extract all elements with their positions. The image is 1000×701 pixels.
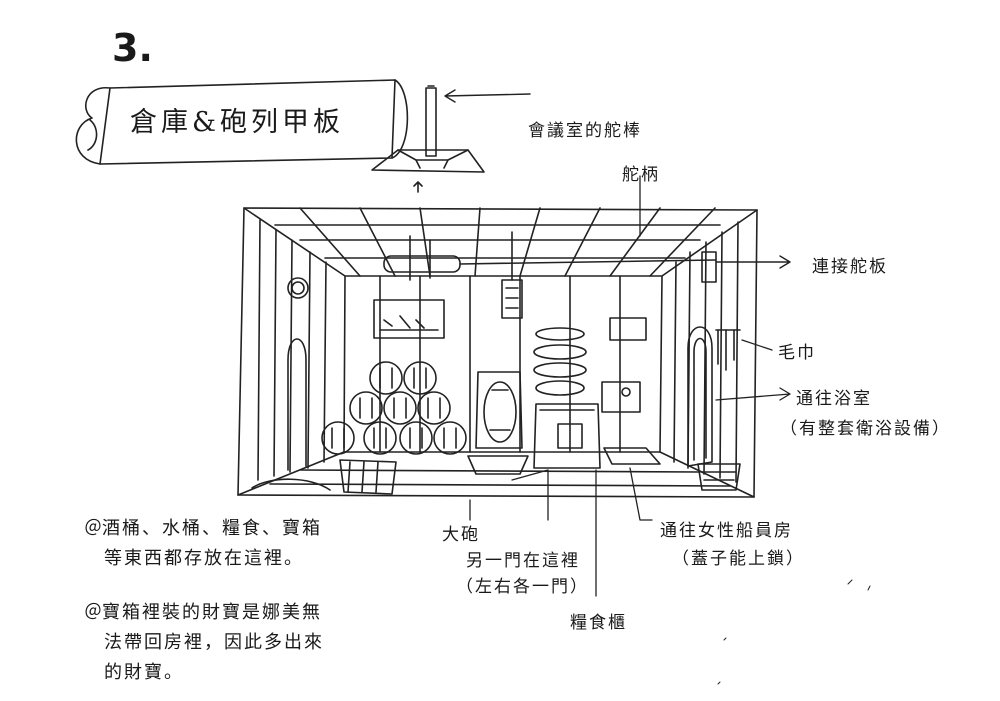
room-frame — [237, 207, 758, 498]
label-to-bathroom: 通往浴室 — [796, 389, 872, 409]
rudder-post — [371, 85, 485, 193]
note-line: 酒桶、水桶、糧食、寶箱 — [102, 518, 322, 539]
note-mark: ＠ — [84, 602, 104, 623]
label-lid-lock: （蓋子能上鎖） — [672, 549, 805, 569]
porthole — [287, 277, 309, 299]
label-tiller: 舵柄 — [622, 165, 660, 185]
floor-hatch — [601, 381, 661, 465]
title-scroll-banner — [75, 79, 409, 165]
page-number: 3. — [112, 26, 153, 70]
food-cabinet-box — [533, 403, 601, 469]
label-bathroom-note: （有整套衛浴設備） — [780, 419, 951, 439]
note-line: 等東西都存放在這裡。 — [104, 548, 304, 569]
wall-picture — [373, 299, 445, 339]
lantern — [501, 231, 523, 319]
label-towel: 毛巾 — [778, 343, 816, 363]
note-line: 法帶回房裡，因此多出來 — [104, 632, 324, 653]
note-storage: ＠酒桶、水桶、糧食、寶箱 等東西都存放在這裡。 — [84, 514, 322, 574]
label-to-women-quarters: 通往女性船員房 — [660, 521, 793, 541]
note-line: 寶箱裡裝的財寶是娜美無 — [102, 602, 322, 623]
left-door — [287, 338, 307, 471]
note-line: 的財寶。 — [104, 662, 184, 683]
label-other-door: 另一門在這裡 — [466, 551, 580, 571]
note-mark: ＠ — [84, 518, 104, 539]
cannon — [467, 371, 529, 475]
page-title: 倉庫&砲列甲板 — [130, 107, 345, 138]
towel — [715, 329, 773, 371]
label-food-cabinet: 糧食櫃 — [570, 613, 627, 633]
label-door-note: （左右各一門） — [456, 577, 589, 597]
label-meeting-room-rudder: 會議室的舵棒 — [528, 121, 642, 141]
food-stack — [533, 327, 587, 396]
right-door — [687, 326, 713, 467]
note-treasure: ＠寶箱裡裝的財寶是娜美無 法帶回房裡，因此多出來 的財寶。 — [84, 598, 324, 688]
barrel-stack — [321, 361, 467, 455]
tiller-bar — [383, 235, 791, 283]
label-cannon: 大砲 — [442, 525, 480, 545]
basket — [697, 463, 741, 491]
label-connect-rudder: 連接舵板 — [812, 257, 888, 277]
